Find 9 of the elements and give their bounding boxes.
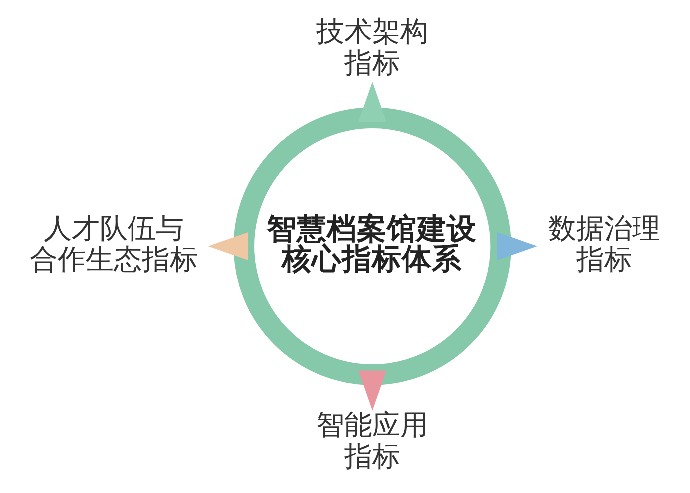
arrow: [358, 370, 386, 411]
node-text: 技术架构指标: [316, 15, 428, 80]
node-circle: 智慧档案馆建设核心指标体系: [233, 108, 511, 386]
arrow: [358, 82, 386, 122]
arrow: [496, 232, 538, 261]
node-text: 数据治理指标: [548, 212, 660, 276]
node-text: 智能应用指标: [316, 408, 428, 473]
arrow: [208, 232, 248, 261]
node-text: 人才队伍与合作生态指标: [30, 212, 198, 276]
